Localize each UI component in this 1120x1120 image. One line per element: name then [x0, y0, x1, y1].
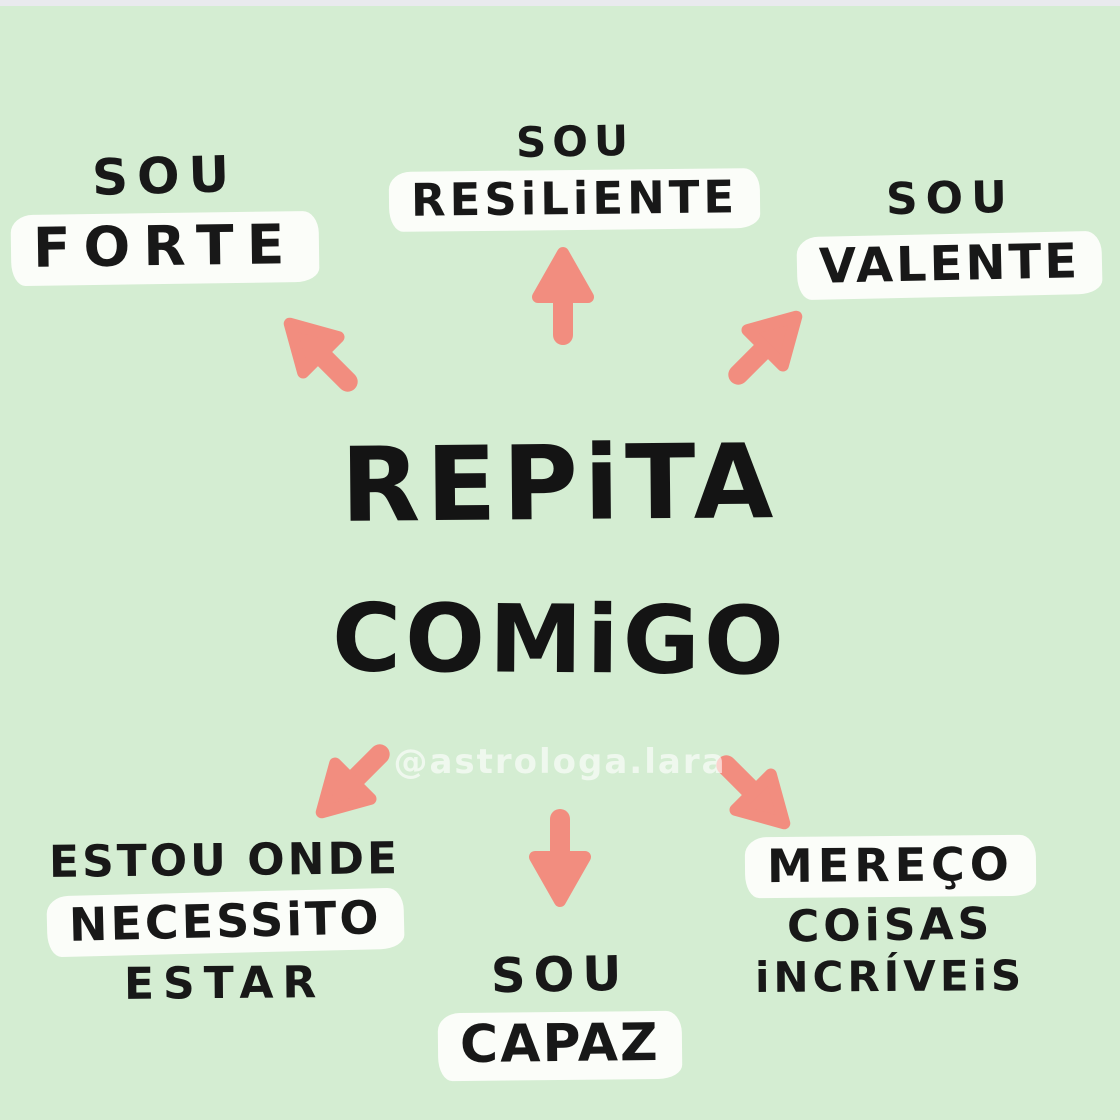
affirmation-top-right: SOU VALENTE — [770, 171, 1120, 301]
affirmation-text: ESTOU ONDE — [49, 833, 401, 888]
affirmation-text-highlighted: VALENTE — [796, 230, 1104, 301]
affirmation-text: SOU — [490, 945, 630, 1005]
affirmation-bottom-center: SOU CAPAZ — [410, 945, 710, 1082]
affirmation-top-center: SOU RESiLiENTE — [375, 115, 775, 233]
center-title: REPiTA COMiGO — [260, 422, 860, 697]
center-title-line2: COMiGO — [331, 584, 789, 697]
arrow-up-right-icon — [728, 310, 803, 385]
affirmation-bottom-left: ESTOU ONDE NECESSiTO ESTAR — [25, 833, 425, 1011]
affirmation-text: SOU — [91, 145, 239, 207]
affirmation-text-highlighted: MEREÇO — [744, 834, 1036, 899]
arrow-down-left-icon — [315, 744, 390, 819]
affirmation-bottom-right: MEREÇO COiSAS iNCRÍVEiS — [715, 834, 1065, 1003]
affirmation-text: SOU — [885, 171, 1015, 226]
affirmation-text: SOU — [515, 115, 635, 168]
top-edge-strip — [0, 0, 1120, 6]
arrow-up-left-icon — [283, 317, 358, 392]
affirmation-text: iNCRÍVEiS — [754, 951, 1026, 1003]
arrow-up-icon — [532, 247, 594, 345]
affirmation-text-highlighted: CAPAZ — [437, 1011, 683, 1082]
affirmation-top-left: SOU FORTE — [0, 145, 330, 286]
center-title-line1: REPiTA — [340, 422, 780, 546]
affirmation-text-highlighted: RESiLiENTE — [389, 168, 761, 233]
affirmation-text: COiSAS — [786, 898, 994, 953]
watermark-handle: @astrologa.lara — [393, 742, 727, 782]
affirmation-text: ESTAR — [124, 957, 326, 1011]
arrow-down-icon — [529, 809, 591, 907]
arrow-down-right-icon — [716, 755, 791, 830]
affirmation-text-highlighted: FORTE — [10, 210, 320, 286]
affirmation-text-highlighted: NECESSiTO — [46, 887, 404, 958]
